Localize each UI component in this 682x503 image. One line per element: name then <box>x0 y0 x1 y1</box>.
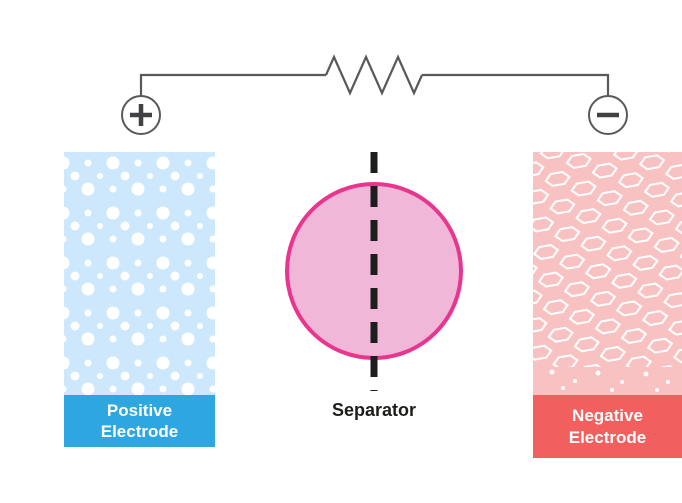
resistor-icon <box>324 54 424 96</box>
circuit-wire <box>139 73 610 96</box>
dots-pattern <box>64 152 215 395</box>
hexagon-lattice-pattern <box>533 152 682 367</box>
minus-terminal-icon <box>588 95 628 135</box>
separator-label: Separator <box>331 400 417 420</box>
negative-electrode-block <box>533 152 682 395</box>
positive-electrode-label: Positive Electrode <box>64 395 215 447</box>
negative-bottom-dots <box>549 369 670 392</box>
plus-terminal-icon <box>121 95 161 135</box>
negative-electrode-label: Negative Electrode <box>533 395 682 458</box>
positive-electrode-block <box>64 152 215 395</box>
separator-block <box>285 152 463 391</box>
